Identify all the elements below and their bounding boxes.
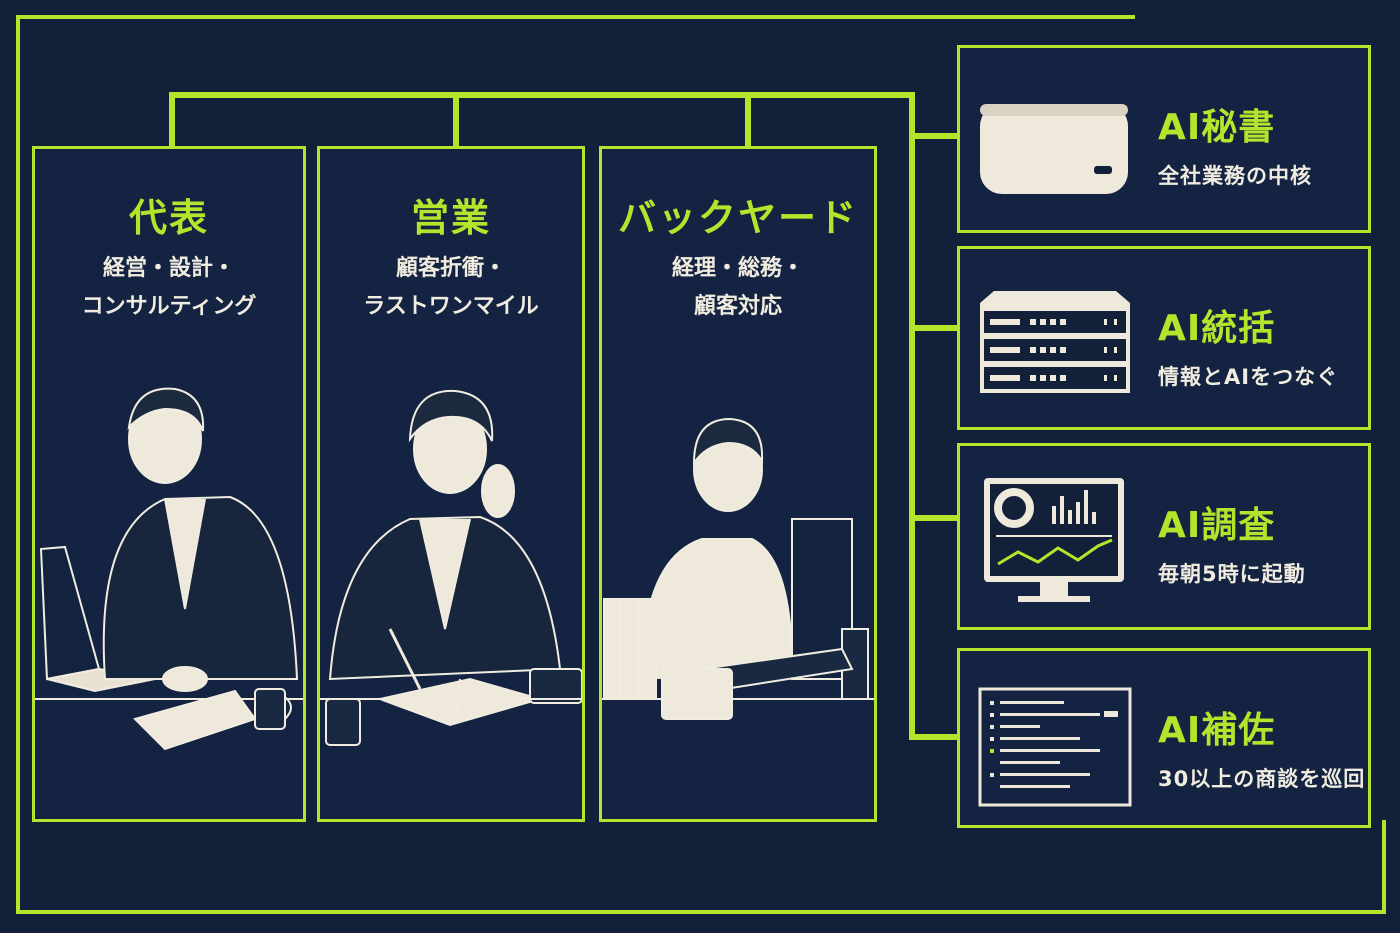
department-panel-representative: 代表 経営・設計・ コンサルティング [32, 146, 306, 822]
ai-card-subtitle: 30以上の商談を巡回 [1158, 767, 1366, 791]
salesperson-on-phone-illustration [320, 389, 582, 746]
department-title: 営業 [410, 196, 491, 240]
department-role-line-1: 経営・設計・ [102, 256, 235, 281]
ai-card-title: AI秘書 [1158, 107, 1276, 148]
department-role-line-2: ラストワンマイル [363, 294, 539, 319]
department-panel-backyard: バックヤード 経理・総務・ 顧客対応 [599, 146, 877, 822]
ai-card-title: AI統括 [1158, 308, 1276, 349]
department-role-line-1: 経理・総務・ [671, 256, 804, 281]
ai-card-subtitle: 毎朝5時に起動 [1158, 562, 1306, 586]
ai-card-subtitle: 全社業務の中核 [1158, 164, 1312, 188]
log-terminal-icon [978, 687, 1132, 807]
department-title: 代表 [128, 196, 209, 240]
office-worker-at-computer-illustration [602, 417, 874, 720]
department-panel-sales: 営業 顧客折衝・ ラストワンマイル [317, 146, 585, 822]
ai-card-secretary: AI秘書 全社業務の中核 [957, 45, 1371, 233]
mini-server-icon [980, 104, 1128, 194]
ai-card-assistant: AI補佐 30以上の商談を巡回 [957, 648, 1371, 828]
executive-at-laptop-illustration [35, 387, 303, 751]
ai-card-integration: AI統括 情報とAIをつなぐ [957, 246, 1371, 430]
ai-card-title: AI補佐 [1158, 710, 1276, 751]
rack-server-icon [980, 291, 1130, 393]
dashboard-monitor-icon [984, 478, 1124, 602]
ai-card-title: AI調査 [1158, 505, 1276, 546]
department-role-line-2: 顧客対応 [693, 294, 782, 319]
ai-card-research: AI調査 毎朝5時に起動 [957, 443, 1371, 630]
department-title: バックヤード [617, 196, 858, 240]
department-role-line-2: コンサルティング [81, 294, 257, 319]
ai-card-subtitle: 情報とAIをつなぐ [1158, 365, 1339, 389]
department-role-line-1: 顧客折衝・ [395, 256, 506, 281]
